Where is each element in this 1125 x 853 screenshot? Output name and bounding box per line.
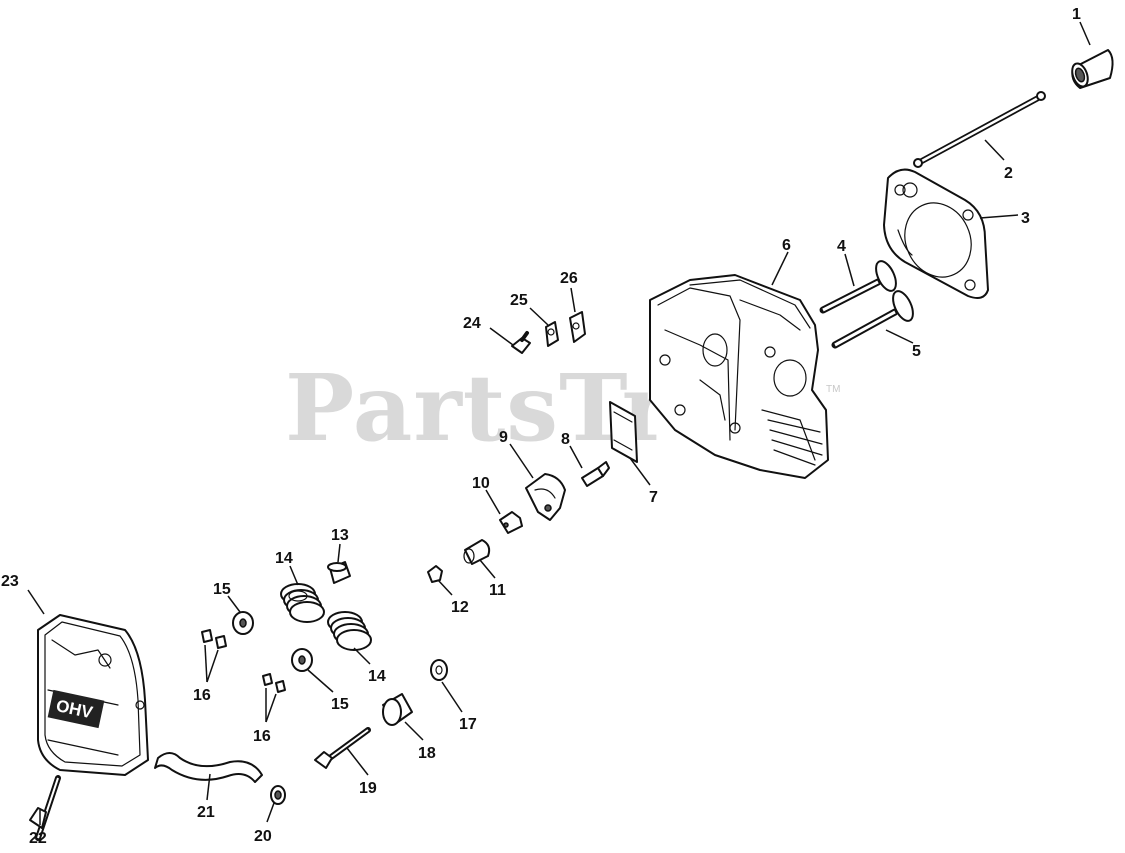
part-3-head-gasket[interactable] <box>883 168 989 299</box>
part-17-washer[interactable] <box>430 659 448 681</box>
callout-22: 22 <box>29 830 47 847</box>
callout-14-lower: 14 <box>368 668 386 685</box>
callout-18: 18 <box>418 745 436 762</box>
part-24-bolt[interactable] <box>511 331 531 354</box>
callout-15-upper: 15 <box>213 581 231 598</box>
callout-25: 25 <box>510 292 528 309</box>
part-16-keepers-lower[interactable] <box>262 673 286 693</box>
part-15-retainer-upper[interactable] <box>232 611 254 635</box>
part-25-rocker-stud[interactable] <box>545 321 559 347</box>
callout-6: 6 <box>782 237 791 254</box>
callout-3: 3 <box>1021 210 1030 227</box>
callout-16-upper: 16 <box>193 687 211 704</box>
callout-9: 9 <box>499 429 508 446</box>
part-14-spring-upper[interactable] <box>280 583 325 623</box>
callout-8: 8 <box>561 431 570 448</box>
part-2-push-rod[interactable] <box>913 91 1046 168</box>
part-11-pivot[interactable] <box>463 539 491 565</box>
part-5-valve[interactable] <box>831 288 917 349</box>
part-13-valve-cap[interactable] <box>327 561 351 584</box>
part-9-rocker-arm[interactable] <box>525 473 566 521</box>
part-8-stud[interactable] <box>581 461 610 487</box>
part-20-clamp[interactable] <box>270 785 286 805</box>
part-14-spring-lower[interactable] <box>327 611 372 651</box>
callout-1: 1 <box>1072 6 1081 23</box>
callout-24: 24 <box>463 315 481 332</box>
part-15-retainer-lower[interactable] <box>291 648 313 672</box>
part-16-keepers-upper[interactable] <box>201 629 227 649</box>
leader-lines <box>27 21 1091 825</box>
callout-labels: 1 2 3 4 5 6 7 8 9 10 11 12 13 14 14 15 1… <box>1 6 1081 847</box>
part-12-nut[interactable] <box>427 565 443 583</box>
part-23-valve-cover[interactable]: OHV <box>37 614 149 776</box>
part-18-spacer[interactable] <box>382 693 413 726</box>
part-4-valve[interactable] <box>819 258 900 314</box>
part-22-screw[interactable] <box>29 775 61 841</box>
callout-21: 21 <box>197 804 215 821</box>
callout-16-lower: 16 <box>253 728 271 745</box>
callout-11: 11 <box>489 582 506 599</box>
callout-19: 19 <box>359 780 377 797</box>
callout-15-lower: 15 <box>331 696 349 713</box>
callout-5: 5 <box>912 343 921 360</box>
part-19-bolt[interactable] <box>314 727 371 769</box>
part-21-hose[interactable] <box>154 752 263 783</box>
callout-17: 17 <box>459 716 477 733</box>
callout-13: 13 <box>331 527 349 544</box>
watermark-tm: TM <box>826 384 840 395</box>
part-6-cylinder-head[interactable] <box>649 274 829 479</box>
part-10-adjuster[interactable] <box>499 511 523 534</box>
callout-14-upper: 14 <box>275 550 293 567</box>
callout-10: 10 <box>472 475 490 492</box>
part-1-tappet[interactable] <box>1069 49 1114 89</box>
part-26-rocker-stud[interactable] <box>569 311 586 343</box>
callout-2: 2 <box>1004 165 1013 182</box>
callout-7: 7 <box>649 489 658 506</box>
callout-26: 26 <box>560 270 578 287</box>
callout-20: 20 <box>254 828 272 845</box>
callout-4: 4 <box>837 238 846 255</box>
callout-12: 12 <box>451 599 469 616</box>
part-7-plate[interactable] <box>609 401 638 463</box>
callout-23: 23 <box>1 573 19 590</box>
